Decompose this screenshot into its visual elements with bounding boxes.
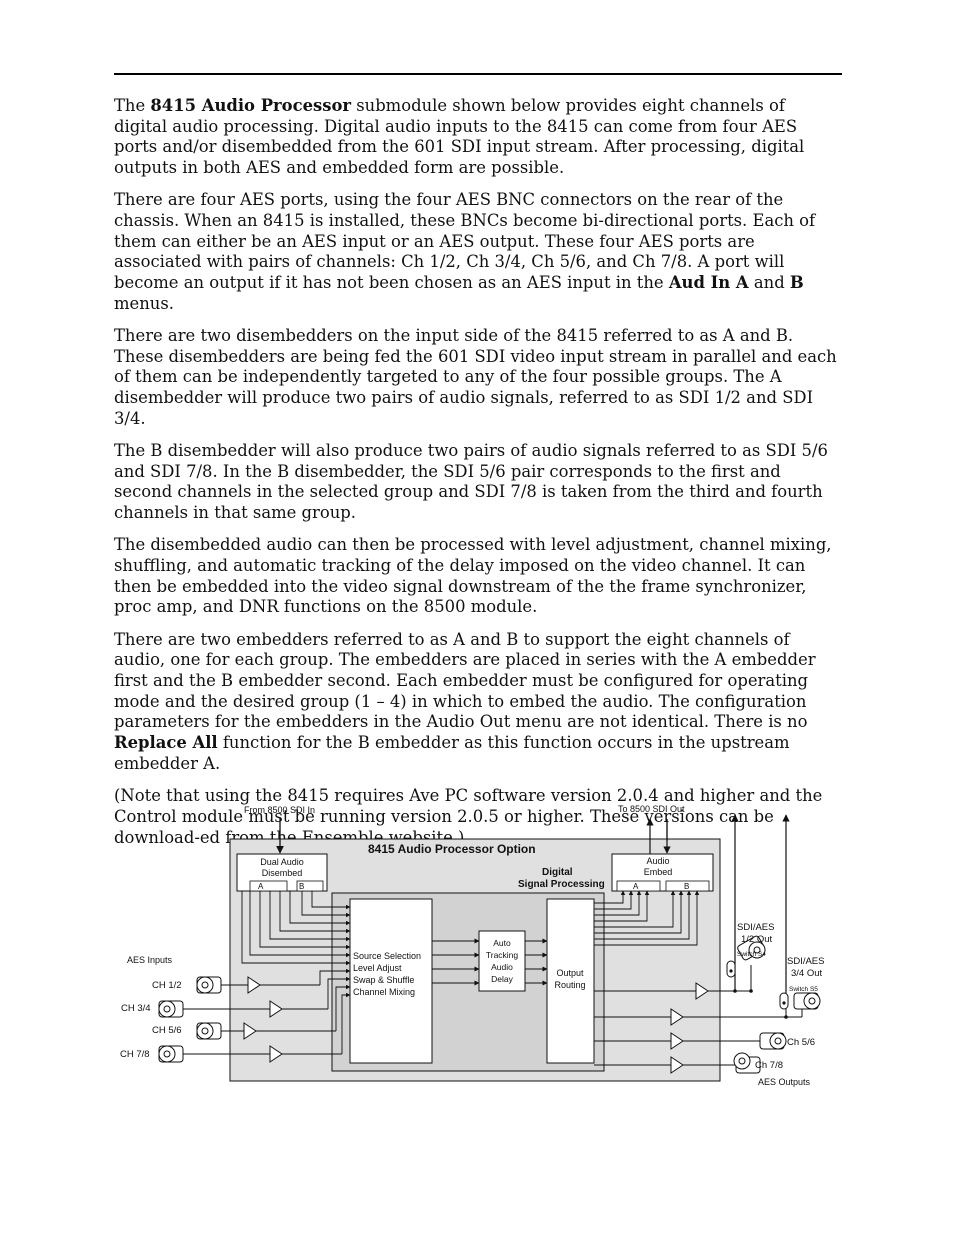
delay-line-4: Delay [491, 974, 513, 984]
bold-term: B [789, 273, 804, 293]
routing-line-2: Routing [554, 980, 585, 990]
audio-processor-diagram: From 8500 SDI In To 8500 SDI Out 8415 Au… [120, 804, 825, 1087]
paragraph-text: menus. [114, 293, 174, 313]
switch-s5 [779, 992, 789, 1010]
in-ch12-label: CH 1/2 [152, 980, 182, 991]
out-ch78-label: Ch 7/8 [755, 1060, 783, 1071]
source-line-3: Swap & Shuffle [353, 975, 414, 985]
bold-term: 8415 Audio Processor [150, 96, 352, 115]
switch-s4 [726, 960, 736, 978]
sdi-aes-12-line2: 1/2 Out [741, 934, 773, 945]
embed-port-a: A [633, 882, 639, 891]
embed-label-1: Audio [646, 856, 669, 866]
input-ch34: CH 3/4 [121, 976, 351, 1018]
source-selection-block [349, 898, 433, 1064]
paragraph-text: The B disembedder will also produce two … [114, 441, 828, 523]
paragraph-text: There are two disembedders on the input … [114, 326, 837, 428]
delay-line-3: Audio [491, 962, 513, 972]
input-ch12: CH 1/2 [152, 968, 351, 994]
out-ch56-label: Ch 5/6 [787, 1037, 815, 1048]
bold-term: Aud In A [668, 273, 749, 293]
sdi-aes-12-line1: SDI/AES [737, 922, 775, 933]
paragraph-text: function for the B embedder as this func… [114, 733, 790, 773]
source-line-2: Level Adjust [353, 963, 402, 973]
aes-outputs-label: AES Outputs [758, 1077, 811, 1087]
sdi-aes-34-line2: 3/4 Out [791, 968, 823, 979]
from-sdi-label: From 8500 SDI In [244, 805, 315, 815]
input-ch56: CH 5/6 [152, 984, 351, 1040]
routing-block [546, 898, 595, 1064]
paragraph-text: The disembedded audio can then be proces… [114, 535, 832, 617]
dsp-label-1: Digital [542, 867, 573, 878]
source-line-1: Source Selection [353, 951, 421, 961]
bold-term: Replace All [114, 733, 218, 753]
input-ch78: CH 7/8 [120, 992, 351, 1063]
disembed-port-b: B [299, 882, 304, 891]
source-line-4: Channel Mixing [353, 987, 415, 997]
paragraph: The 8415 Audio Processor submodule shown… [114, 96, 842, 179]
disembed-port-a: A [258, 882, 264, 891]
dsp-label-2: Signal Processing [518, 879, 605, 890]
disembed-label-1: Dual Audio [260, 857, 304, 867]
header-rule [114, 73, 842, 75]
embed-port-b: B [684, 882, 689, 891]
switch-s5-label: Switch S5 [789, 986, 818, 993]
in-ch78-label: CH 7/8 [120, 1049, 150, 1060]
delay-line-2: Tracking [486, 950, 519, 960]
delay-line-1: Auto [493, 938, 511, 948]
disembed-label-2: Disembed [262, 868, 303, 878]
routing-line-1: Output [556, 968, 584, 978]
delay-block [478, 930, 526, 992]
paragraph-text: There are two embedders referred to as A… [114, 629, 816, 732]
paragraph-text: The [114, 96, 151, 115]
paragraph: There are two disembedders on the input … [114, 326, 842, 430]
to-sdi-label: To 8500 SDI Out [618, 804, 685, 814]
embed-label-2: Embed [644, 867, 673, 877]
in-ch56-label: CH 5/6 [152, 1025, 182, 1036]
paragraph-text: submodule shown below provides eight cha… [114, 96, 805, 178]
in-ch34-label: CH 3/4 [121, 1003, 151, 1014]
switch-s4-label: Switch S4 [737, 951, 766, 958]
paragraph: The disembedded audio can then be proces… [114, 535, 842, 618]
body-text: The 8415 Audio Processor submodule shown… [114, 96, 842, 860]
paragraph: The B disembedder will also produce two … [114, 441, 842, 524]
paragraph-text: and [748, 273, 790, 293]
module-title: 8415 Audio Processor Option [368, 842, 536, 856]
paragraph-text: There are four AES ports, using the four… [114, 190, 816, 293]
sdi-aes-34-line1: SDI/AES [787, 956, 825, 967]
paragraph: There are two embedders referred to as A… [114, 630, 842, 775]
paragraph: There are four AES ports, using the four… [114, 190, 842, 314]
aes-inputs-label: AES Inputs [127, 955, 173, 965]
